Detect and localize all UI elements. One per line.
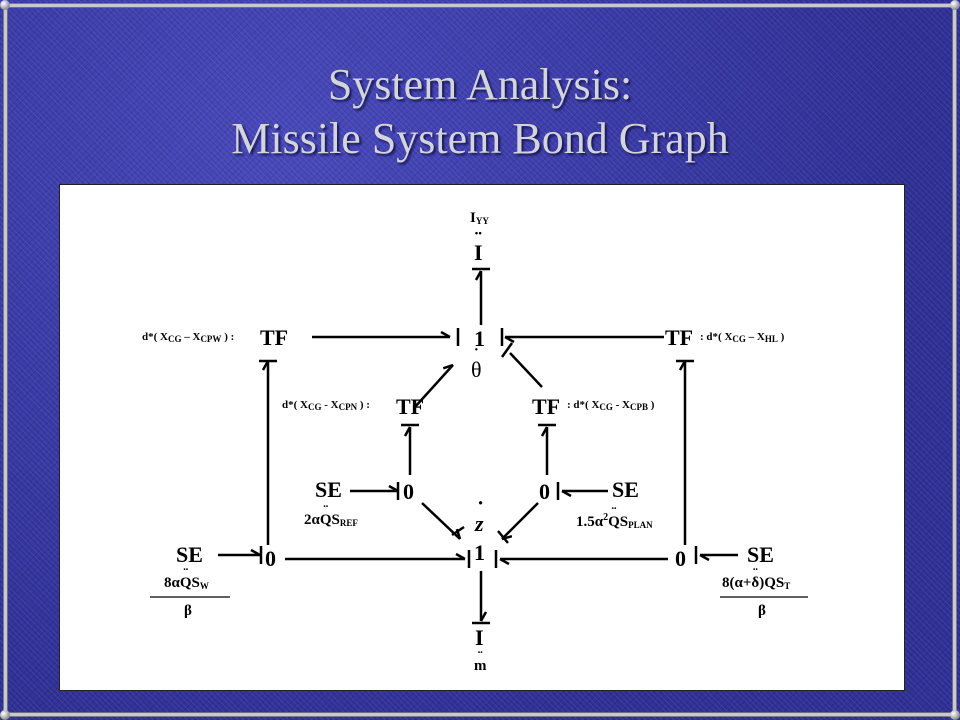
frame-corner-rivet	[0, 0, 10, 10]
se-t-numerator: 8(α+δ)QST	[722, 576, 790, 591]
se-ref-node: SE	[315, 477, 342, 502]
bond-tfinner-right-to-theta	[509, 352, 543, 388]
theta-label: θ	[471, 359, 482, 381]
frame-corner-rivet	[950, 0, 960, 10]
se-plan-node: SE	[612, 477, 639, 502]
tf-inner-right-param: : d*( XCG - XCPB )	[567, 399, 655, 412]
tf-inner-left-param: d*( XCG - XCPN ) :	[282, 399, 370, 412]
se-w-node: SE	[176, 542, 203, 567]
bond-graph-panel: IYY I 1 θ d*( XCG – XCPW ) : TF TF : d*(…	[59, 184, 905, 691]
tf-left-param: d*( XCG – XCPW ) :	[142, 331, 235, 344]
frame-corner-rivet	[0, 710, 10, 720]
tf-right-node: TF	[665, 325, 694, 350]
slide-title: System Analysis: Missile System Bond Gra…	[0, 58, 960, 166]
iyy-node: I	[474, 242, 483, 264]
zero-junction-inner-right: 0	[539, 479, 550, 504]
se-t-denominator: β	[758, 603, 766, 619]
iyy-label: IYY	[470, 210, 489, 226]
bond-tfleft-to-theta	[272, 315, 448, 337]
tf-right-param: : d*( XCG – XHL )	[700, 331, 785, 344]
title-line-1: System Analysis:	[327, 60, 633, 109]
se-t-node: SE	[747, 542, 774, 567]
zero-junction-outer-right: 0	[675, 546, 686, 571]
se-plan-param: 1.5α2QSPLAN	[576, 513, 653, 530]
causal-stroke	[497, 530, 509, 544]
zero-junction-outer-left: 0	[265, 546, 276, 571]
se-ref-param: 2αQSREF	[304, 513, 358, 528]
causal-stroke	[500, 342, 514, 358]
frame-corner-rivet	[950, 710, 960, 720]
tf-inner-left-node: TF	[396, 394, 425, 419]
bond-graph-connections	[150, 267, 808, 625]
theta-junction-node: 1	[474, 326, 485, 351]
se-w-numerator: 8αQSW	[164, 576, 209, 591]
tf-left-node: TF	[260, 325, 289, 350]
tf-inner-right-node: TF	[532, 394, 561, 419]
causal-stroke	[451, 525, 465, 537]
bond-tfinner-left-to-theta	[414, 365, 454, 408]
zero-junction-inner-left: 0	[403, 479, 414, 504]
bond-zero-inner-right-to-z	[501, 502, 539, 539]
se-w-denominator: β	[184, 603, 192, 619]
mass-label: m	[474, 659, 487, 674]
z-velocity-label: z	[475, 513, 484, 535]
title-line-2: Missile System Bond Graph	[231, 114, 729, 163]
z-junction-node: 1	[474, 540, 485, 565]
i-mass-node: I	[475, 625, 484, 650]
